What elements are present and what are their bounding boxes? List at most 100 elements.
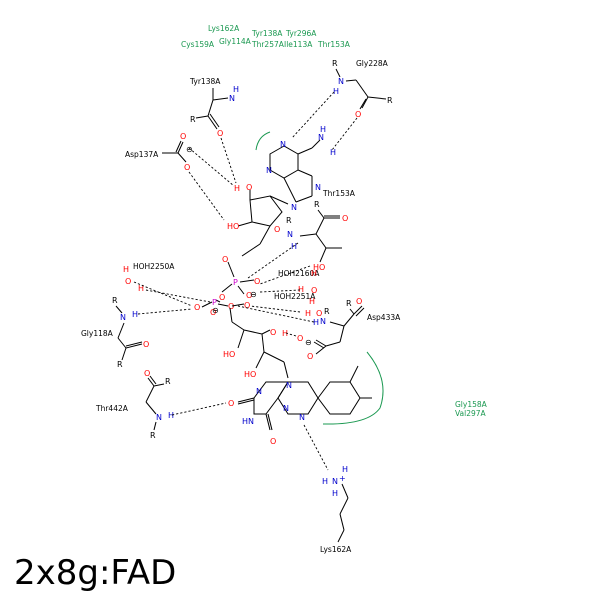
atom-h: H: [309, 297, 315, 306]
charge-minus-icon: ⊖: [212, 306, 219, 315]
residue-lys162a-top: Lys162A: [208, 24, 240, 33]
atom-r: R: [346, 299, 352, 308]
ribityl-chain: HO O H HO: [223, 307, 289, 379]
atom-h: H: [132, 310, 138, 319]
residue-gly228a: Gly228A R N H R O: [332, 59, 393, 119]
atom-o: O: [270, 437, 276, 446]
residue-asp137a: Asp137A O O ⊖: [125, 132, 193, 172]
atom-r: R: [117, 360, 123, 369]
atom-p: P: [233, 278, 238, 287]
atom-o: O: [311, 286, 317, 295]
label-gly228a: Gly228A: [356, 59, 389, 68]
atom-h: H: [333, 87, 339, 96]
atom-r: R: [112, 296, 118, 305]
atom-h: H: [168, 411, 174, 420]
atom-n: N: [338, 77, 344, 86]
residue-gly118a: R N H Gly118A O R: [81, 296, 149, 369]
atom-r: R: [150, 431, 156, 440]
residue-thr153a-top: Thr153A: [317, 40, 351, 49]
label-thr153a-ring: Thr153A: [322, 189, 356, 198]
atom-o: O: [356, 297, 362, 306]
atom-o: O: [307, 352, 313, 361]
label-hoh2251a: HOH2251A: [274, 292, 316, 301]
atom-o: O: [180, 132, 186, 141]
residue-gly158a: Gly158A: [455, 400, 488, 409]
atom-h: H: [322, 477, 328, 486]
atom-hn: HN: [242, 417, 254, 426]
water-hoh2251a: HOH2251A H H O: [274, 292, 322, 318]
atom-n: N: [256, 387, 262, 396]
atom-h: H: [298, 285, 304, 294]
atom-n: N: [266, 166, 272, 175]
atom-n: N: [287, 230, 293, 239]
residue-thr153a: R O N R H HO: [286, 200, 348, 272]
atom-o: O: [125, 277, 131, 286]
label-tyr138a: Tyr138A: [189, 77, 221, 86]
water-hoh2160a: HOH2160A H O H: [278, 269, 320, 295]
atom-o: O: [194, 303, 200, 312]
atom-o: O: [246, 183, 252, 192]
residue-thr442a: R O Thr442A N H R: [95, 369, 174, 440]
residue-cys159a-top: Cys159A: [181, 40, 215, 49]
atom-n: N: [320, 317, 326, 326]
atom-o: O: [274, 225, 280, 234]
atom-n: N: [283, 404, 289, 413]
atom-n: N: [229, 94, 235, 103]
atom-o: O: [228, 399, 234, 408]
label-lys162a: Lys162A: [320, 545, 352, 554]
label-thr442a: Thr442A: [95, 404, 129, 413]
atom-o: O: [246, 291, 252, 300]
hydrophobic-arc-top: [255, 131, 271, 151]
atom-h: H: [342, 465, 348, 474]
atom-h: H: [332, 489, 338, 498]
label-gly118a: Gly118A: [81, 329, 114, 338]
atom-h: H: [330, 148, 336, 157]
atom-n: N: [299, 413, 305, 422]
atom-h: H: [311, 269, 317, 278]
atom-h: H: [313, 318, 319, 327]
atom-n: N: [332, 477, 338, 486]
label-hoh2250a: HOH2250A: [133, 262, 175, 271]
atom-h: H: [138, 284, 144, 293]
hydrophobic-labels-right: Gly158A Val297A: [455, 400, 488, 418]
residue-val297a: Val297A: [455, 409, 487, 418]
residue-gly114a-top: Gly114A: [219, 37, 252, 46]
atom-o: O: [144, 369, 150, 378]
label-asp137a: Asp137A: [125, 150, 159, 159]
atom-r: R: [332, 59, 338, 68]
atom-h: H: [291, 242, 297, 251]
hydrogen-bonds: [133, 91, 358, 471]
atom-n: N: [120, 313, 126, 322]
atom-o: O: [316, 309, 322, 318]
isoalloxazine-ring: O O N N HN N N: [228, 365, 372, 446]
atom-n: N: [156, 413, 162, 422]
atom-o: O: [219, 293, 225, 302]
atom-ho: HO: [227, 222, 239, 231]
atom-r: R: [165, 377, 171, 386]
atom-o: O: [184, 163, 190, 172]
diagram-caption: 2x8g:FAD: [14, 553, 176, 593]
residue-thr257a-top: Thr257A: [251, 40, 285, 49]
atom-n: N: [315, 183, 321, 192]
atom-h: H: [123, 265, 129, 274]
atom-n: N: [318, 133, 324, 142]
residue-tyr296a-top: Tyr296A: [285, 29, 317, 38]
atom-o: O: [217, 129, 223, 138]
atom-o: O: [270, 328, 276, 337]
pyrophosphate: O P O O ⊖ O P O O O ⊖ O: [194, 255, 260, 317]
hydrophobic-arc-right: [322, 351, 384, 425]
atom-n: N: [291, 203, 297, 212]
atom-r: R: [286, 216, 292, 225]
hydrophobic-labels-top: Lys162A Tyr138A Tyr296A Cys159A Gly114A …: [181, 24, 351, 49]
atom-h: H: [282, 329, 288, 338]
atom-r: R: [324, 307, 330, 316]
label-asp433a: Asp433A: [367, 313, 401, 322]
atom-r: R: [387, 96, 393, 105]
atom-o: O: [342, 214, 348, 223]
atom-ho: HO: [223, 350, 235, 359]
ribose: O H HO O: [227, 183, 289, 257]
residue-lys162a: H H N + H Lys162A: [320, 465, 352, 554]
label-hoh2160a: HOH2160A: [278, 269, 320, 278]
